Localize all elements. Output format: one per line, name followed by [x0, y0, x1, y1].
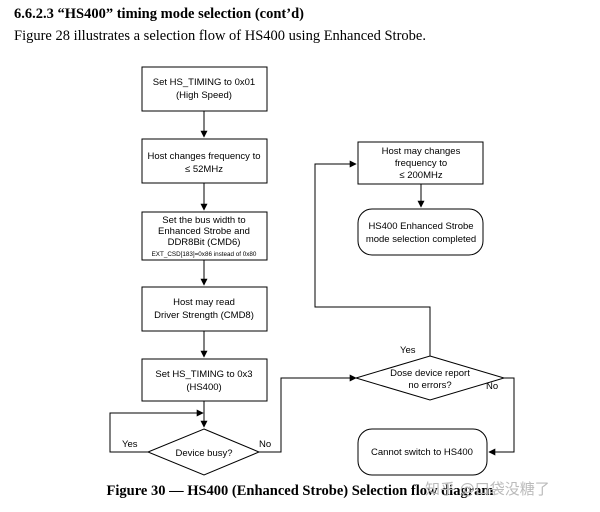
step1-line2: (High Speed)	[176, 90, 232, 101]
busy-yes-label: Yes	[122, 439, 138, 450]
step2-line1: Host changes frequency to	[147, 151, 260, 162]
step5-line2: (HS400)	[186, 382, 221, 393]
result-cannot-switch	[357, 428, 488, 476]
busy-no-label: No	[259, 439, 271, 450]
step-host-changes-frequency	[141, 138, 268, 184]
step5-line1: Set HS_TIMING to 0x3	[155, 369, 252, 380]
decision-errors-line1: Dose device report	[390, 368, 470, 379]
step3-note: EXT_CSD[183]=0x86 instead of 0x80	[152, 251, 257, 258]
decision-busy-text: Device busy?	[175, 448, 232, 459]
decision-device-report-errors	[354, 355, 506, 401]
decision-errors-line2: no errors?	[408, 380, 451, 391]
arrow-busy-no	[259, 374, 357, 453]
step-set-bus-width	[141, 211, 268, 261]
step3-line2: Enhanced Strobe and	[158, 226, 250, 237]
arrow-errors-no	[488, 377, 515, 456]
step3-line3: DDR8Bit (CMD6)	[168, 237, 241, 248]
step2-line2: ≤ 52MHz	[185, 164, 223, 175]
result-ok-line1: HS400 Enhanced Strobe	[368, 221, 473, 232]
figure-caption: Figure 30 — HS400 (Enhanced Strobe) Sele…	[106, 483, 494, 499]
errors-yes-label: Yes	[400, 345, 416, 356]
freq-line2: frequency to	[395, 158, 447, 169]
result-ok-line2: mode selection completed	[366, 234, 476, 245]
step4-line2: Driver Strength (CMD8)	[154, 310, 254, 321]
errors-no-label: No	[486, 381, 498, 392]
decision-device-busy	[146, 428, 261, 476]
result-fail-text: Cannot switch to HS400	[371, 447, 473, 458]
step3-line1: Set the bus width to	[162, 215, 245, 226]
loop-busy-yes	[109, 409, 204, 453]
result-hs400-completed	[357, 208, 484, 256]
watermark: 知乎 @口袋没糖了	[425, 480, 550, 498]
section-heading: 6.6.2.3 “HS400” timing mode selection (c…	[14, 6, 304, 22]
step-host-may-read-driver-strength	[141, 286, 268, 332]
freq-line1: Host may changes	[382, 146, 461, 157]
step-set-hs-timing-high-speed	[141, 66, 268, 112]
step-host-may-change-frequency-200mhz	[357, 141, 484, 185]
freq-line3: ≤ 200MHz	[399, 170, 442, 181]
arrow-errors-yes	[314, 160, 431, 356]
step4-line1: Host may read	[173, 297, 235, 308]
step-set-hs-timing-hs400	[141, 358, 268, 402]
step1-line1: Set HS_TIMING to 0x01	[153, 77, 255, 88]
intro-text: Figure 28 illustrates a selection flow o…	[14, 28, 426, 44]
